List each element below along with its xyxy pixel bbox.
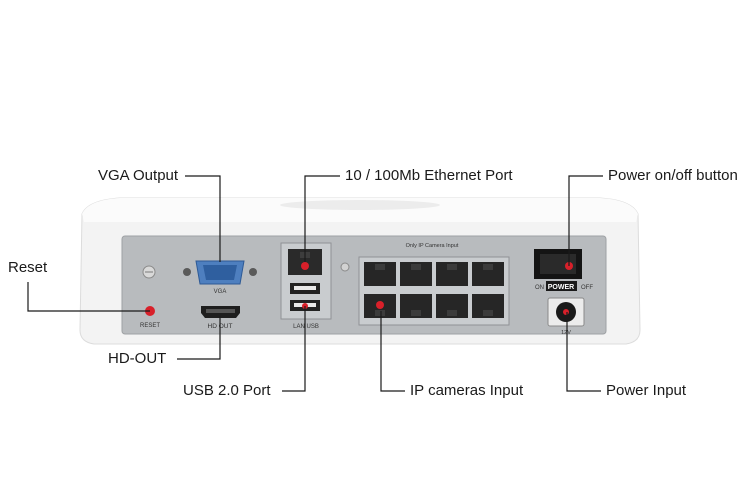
panel-label-on: ON — [535, 285, 544, 291]
callout-power-button: Power on/off button — [608, 167, 738, 184]
callout-usb-port: USB 2.0 Port — [183, 382, 271, 399]
power-switch[interactable] — [534, 249, 582, 279]
ip-cameras-callout-line — [380, 311, 405, 392]
callout-ethernet-port: 10 / 100Mb Ethernet Port — [345, 167, 513, 184]
poe-port — [364, 262, 396, 286]
panel-label-dc: 12V — [561, 330, 571, 336]
usb-callout-line — [282, 306, 306, 392]
poe-port — [400, 262, 432, 286]
poe-port — [364, 294, 396, 318]
panel-label-reset: RESET — [140, 323, 160, 329]
poe-port — [472, 294, 504, 318]
poe-port — [436, 262, 468, 286]
ethernet-callout-line — [304, 175, 340, 262]
poe-port — [400, 294, 432, 318]
ground-screw — [142, 265, 156, 279]
lan-usb-block — [280, 242, 332, 320]
panel-label-power: POWER — [548, 284, 574, 291]
power-button-callout-line — [568, 175, 603, 266]
callout-ip-cameras-input: IP cameras Input — [410, 382, 524, 399]
poe-port — [436, 294, 468, 318]
power-input-callout-line — [566, 312, 601, 392]
poe-port-block — [358, 256, 510, 326]
panel-label-lan-usb: LAN USB — [293, 324, 319, 330]
callout-power-input: Power Input — [606, 382, 687, 399]
panel-label-off: OFF — [581, 285, 593, 291]
power-label-box — [546, 281, 577, 291]
panel-screw — [340, 262, 350, 272]
callout-lines — [27, 175, 603, 392]
panel-label-poe-strip: Only IP Camera Input — [406, 243, 459, 249]
callout-vga-output: VGA Output — [98, 167, 179, 184]
callout-reset: Reset — [8, 259, 48, 276]
hdmi-port — [201, 306, 240, 318]
panel-label-vga: VGA — [214, 289, 227, 295]
ip-camera-indicator-dot — [376, 301, 384, 309]
reset-callout-line — [27, 282, 150, 312]
callout-hd-out: HD-OUT — [108, 350, 167, 367]
dc-power-jack — [547, 297, 585, 327]
vga-callout-line — [185, 175, 221, 262]
poe-port — [472, 262, 504, 286]
hd-out-callout-line — [177, 316, 221, 360]
vga-port — [183, 260, 257, 285]
